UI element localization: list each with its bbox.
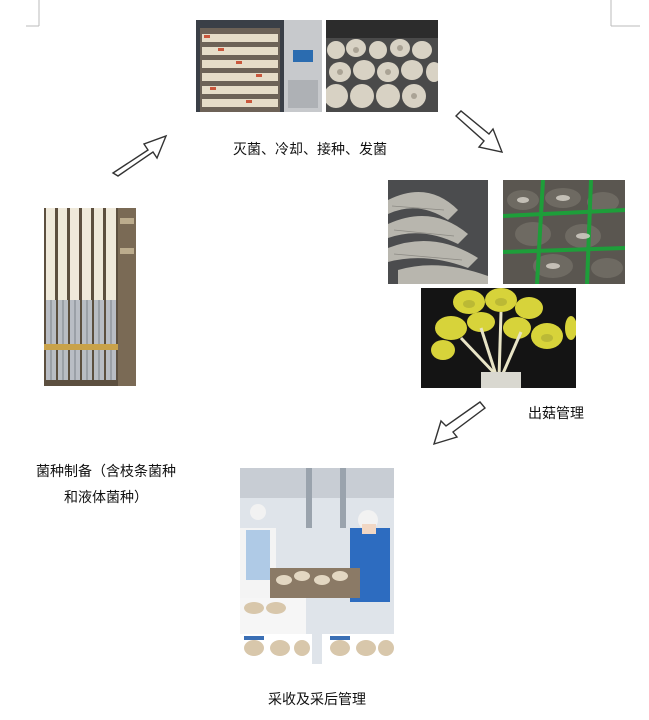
photo-yellow-oyster (421, 288, 576, 388)
step-label-fruiting: 出菇管理 (528, 406, 584, 422)
photo-oyster-clusters (388, 180, 488, 284)
photo-sterilizer-shelves (196, 20, 322, 112)
photo-packing-line (240, 468, 394, 664)
step-label-harvest: 采收及采后管理 (268, 692, 366, 708)
step-label-sterilize: 灭菌、冷却、接种、发菌 (233, 142, 387, 158)
crop-mark-top-left (26, 0, 40, 27)
crop-mark-top-right (610, 0, 640, 27)
arrow-down-left (432, 401, 486, 446)
photo-spawn-tubes (44, 208, 136, 386)
step-label-spawn-line1: 菌种制备（含枝条菌种 (36, 464, 176, 480)
photo-green-trays (503, 180, 625, 284)
arrow-down-right (454, 110, 504, 153)
photo-mushroom-bags (326, 20, 438, 112)
arrow-up-right (111, 134, 168, 177)
step-label-spawn-line2: 和液体菌种） (64, 490, 148, 506)
